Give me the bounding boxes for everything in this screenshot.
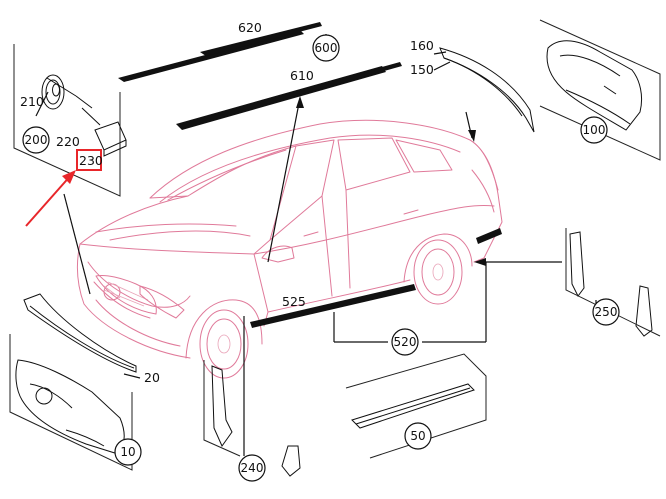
- label-610: 610: [290, 68, 314, 83]
- part-150-160: [433, 47, 535, 133]
- arrow-head-610: [296, 96, 304, 108]
- bubble-50: [404, 422, 432, 450]
- label-250: 250: [595, 305, 618, 319]
- bubble-100: [580, 116, 608, 144]
- car-body-outline: [76, 119, 503, 379]
- label-600: 600: [315, 41, 338, 55]
- part-50-side-skirt: [345, 353, 487, 459]
- highlight-arrow: [25, 170, 76, 227]
- label-150: 150: [410, 62, 434, 77]
- mirror-cap-leader: [267, 97, 301, 263]
- label-200: 200: [25, 133, 48, 147]
- label-220: 220: [56, 134, 80, 149]
- label-620: 620: [238, 20, 262, 35]
- bubble-600: [312, 34, 340, 62]
- label-240: 240: [241, 461, 264, 475]
- bubble-200: [22, 126, 50, 154]
- decal-610: [176, 62, 402, 130]
- label-10: 10: [120, 445, 135, 459]
- bubble-520: [391, 328, 419, 356]
- part-250-mud-flaps: [565, 228, 661, 337]
- highlight-box: [76, 149, 102, 171]
- label-230: 230: [79, 153, 103, 168]
- part-20-front-splitter: [23, 293, 141, 379]
- label-210: 210: [20, 94, 44, 109]
- bubble-240: [238, 454, 266, 482]
- label-100: 100: [583, 123, 606, 137]
- part-group-200-box: [13, 44, 127, 197]
- bubble-10: [114, 438, 142, 466]
- part-240-mud-flaps: [203, 316, 301, 477]
- side-sill-525: [250, 228, 502, 328]
- label-525: 525: [282, 294, 306, 309]
- label-50: 50: [410, 429, 425, 443]
- decal-620: [118, 22, 322, 82]
- label-20: 20: [144, 370, 160, 385]
- label-160: 160: [410, 38, 434, 53]
- bubble-250: [592, 298, 620, 326]
- label-520: 520: [394, 335, 417, 349]
- arrow-head-150: [468, 130, 476, 142]
